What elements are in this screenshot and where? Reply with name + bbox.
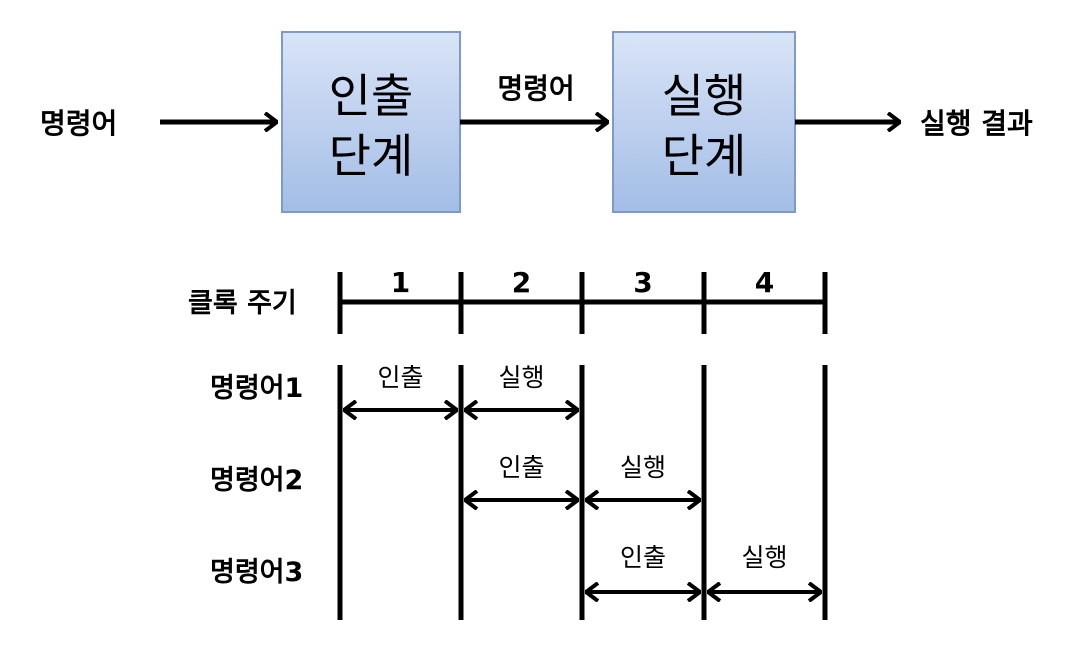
output-label: 실행 결과 bbox=[920, 107, 1033, 140]
fetch-stage-line1: 인출 bbox=[329, 69, 414, 123]
cycle-label: 4 bbox=[755, 266, 774, 299]
instruction-row: 명령어2 인출 실행 bbox=[210, 453, 700, 500]
clock-label: 클록 주기 bbox=[188, 288, 297, 319]
row-label: 명령어3 bbox=[210, 557, 303, 588]
fetch-label: 인출 bbox=[620, 543, 666, 572]
execute-stage-box: 실행 단계 bbox=[612, 31, 796, 213]
execute-label: 실행 bbox=[620, 453, 666, 482]
cycle-label: 1 bbox=[391, 266, 410, 299]
row-label: 명령어2 bbox=[210, 465, 303, 496]
fetch-label: 인출 bbox=[377, 363, 423, 392]
clock-ticks bbox=[337, 272, 828, 334]
instruction-row: 명령어1 인출 실행 bbox=[210, 363, 578, 410]
execute-label: 실행 bbox=[741, 543, 787, 572]
execute-label: 실행 bbox=[498, 363, 544, 392]
execute-stage-line1: 실행 bbox=[662, 69, 747, 123]
fetch-stage-line2: 단계 bbox=[329, 129, 414, 183]
cycle-label: 3 bbox=[633, 266, 652, 299]
fetch-label: 인출 bbox=[498, 453, 544, 482]
lane-lines bbox=[337, 365, 828, 620]
instruction-row: 명령어3 인출 실행 bbox=[210, 543, 821, 592]
middle-label: 명령어 bbox=[497, 72, 574, 105]
input-label: 명령어 bbox=[40, 107, 117, 140]
execute-stage-line2: 단계 bbox=[662, 129, 747, 183]
cycle-labels: 1 2 3 4 bbox=[391, 266, 774, 299]
cycle-label: 2 bbox=[512, 266, 531, 299]
fetch-stage-box: 인출 단계 bbox=[281, 31, 461, 213]
row-label: 명령어1 bbox=[210, 373, 303, 404]
